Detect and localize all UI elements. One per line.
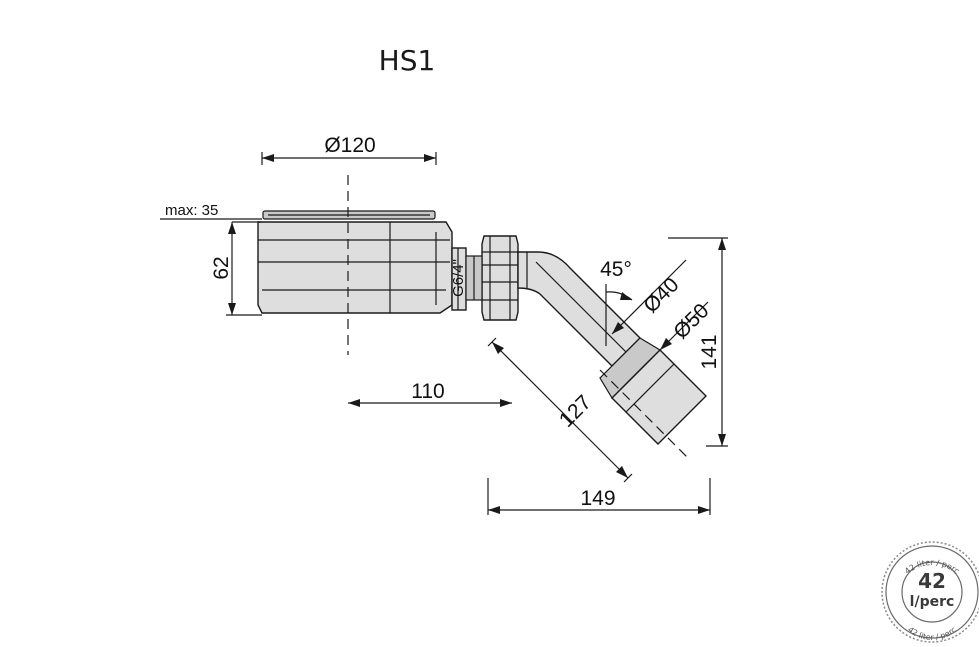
drawing-title: HS1 xyxy=(379,44,436,77)
label-angle-45: 45° xyxy=(600,258,632,281)
label-thread: G6/4" xyxy=(450,259,467,297)
dimension-length-149 xyxy=(487,478,711,515)
dimension-diameter-40 xyxy=(611,259,687,335)
label-diameter-120: Ø120 xyxy=(324,134,375,157)
flow-rate-stamp xyxy=(881,541,979,643)
label-height-141: 141 xyxy=(698,334,721,369)
dimension-height-141 xyxy=(668,237,728,447)
label-diameter-40: Ø40 xyxy=(639,273,683,317)
stamp-value: 42 xyxy=(918,569,946,593)
dimension-max-35 xyxy=(160,218,262,223)
dimension-height-62 xyxy=(226,222,262,316)
stamp-unit: l/perc xyxy=(910,594,955,610)
dimension-diameter-50 xyxy=(659,301,709,351)
drain-body xyxy=(257,210,519,321)
dimension-diameter-120 xyxy=(261,152,437,165)
label-length-149: 149 xyxy=(580,487,615,510)
dimension-length-127 xyxy=(487,337,633,483)
label-height-62: 62 xyxy=(210,256,233,279)
elbow-pipe xyxy=(517,251,707,445)
dimension-offset-110 xyxy=(348,399,512,407)
label-offset-110: 110 xyxy=(411,380,444,403)
stamp-ring-text-bottom: 42 liter / perc xyxy=(906,625,958,642)
dimension-angle-45 xyxy=(605,284,633,346)
label-max-35: max: 35 xyxy=(165,202,218,219)
outlet-centerline xyxy=(599,369,689,459)
label-length-127: 127 xyxy=(555,391,596,432)
